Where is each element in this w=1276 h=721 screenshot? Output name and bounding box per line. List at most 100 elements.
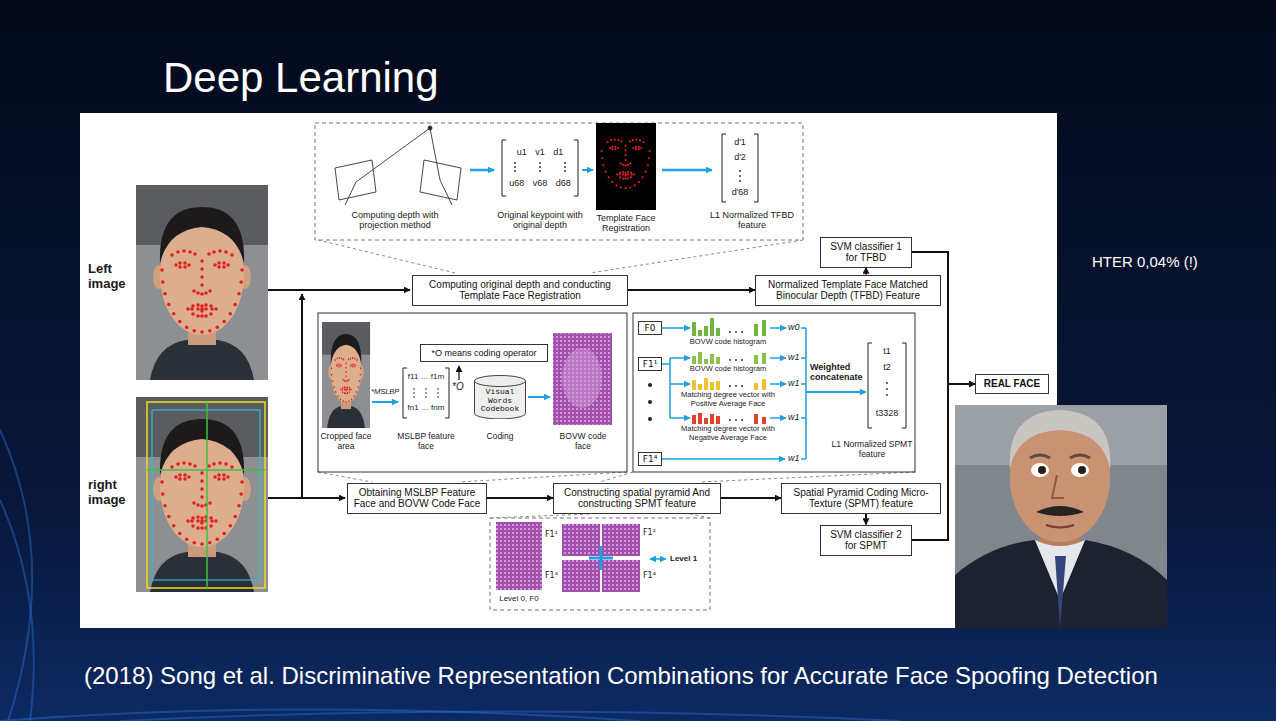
cylinder-body [475,375,526,418]
step-caption: MSLBP feature face [396,432,456,452]
text-holder: d'2 [723,152,757,162]
text-holder: w0 [788,322,802,332]
text-holder: u68 v68 d68 [502,178,578,188]
text-holder: Level 1 [670,554,706,563]
projection-sketch [335,126,461,205]
node-text: F1⁴ [641,454,659,464]
process-box: Obtaining MSLBP Feature Face and BOVW Co… [347,483,487,514]
cell-label: F1³ [545,571,562,580]
text-holder: L1 Normalized SPMT feature [831,440,913,460]
node-text: Computing original depth and conducting … [417,279,623,302]
cell-label: F1¹ [545,530,562,539]
panel-frame [318,313,627,472]
text-holder: BOVW code histogram [674,365,782,374]
level-box: F1¹ [638,357,662,371]
histogram-caption: BOVW code histogram [674,338,782,347]
cylinder-cap [475,381,526,387]
text-holder: Template Face Registration [592,213,660,234]
matrix-entry: u1 v1 d1 [502,147,578,157]
text-holder: Computing depth with projection method [334,210,456,231]
classifier-box: SVM classifier 2 for SPMT [820,525,912,556]
text-holder: Deep Learning [163,54,783,102]
image-label: right image [88,478,136,508]
node-text: Visual Words Codebook [476,388,524,414]
connector-arrow [487,497,553,499]
operator-label: *MSLBP [371,388,401,397]
text-holder: F1² [643,528,660,537]
text-holder: Coding [478,432,522,442]
cell-label: F1² [643,528,660,537]
step-caption: Cropped face area [317,432,375,452]
weight-label: w1 [788,352,802,362]
node-text: Constructing spatial pyramid And constru… [558,487,716,510]
text-holder: Matching degree vector with Positive Ave… [674,391,782,408]
histogram-caption: BOVW code histogram [674,365,782,374]
result-note: HTER 0,04% (!) [1092,253,1267,270]
process-box: Computing original depth and conducting … [412,275,628,306]
panel-frame [633,313,915,472]
vector-entry: t3328 [870,408,904,418]
text-holder: fn1 … fnm [404,403,448,412]
text-holder: MSLBP feature face [396,432,456,452]
text-holder: L1 Normalized TFBD feature [707,210,797,231]
text-holder: w1 [788,453,802,463]
weight-label: w1 [788,378,802,388]
text-holder: Cropped face area [317,432,375,452]
input-wires [268,290,410,498]
text-holder: t3328 [870,408,904,418]
text-holder: t2 [870,362,904,372]
text-holder: f11 … f1m [404,372,448,381]
connector-arrow [912,384,975,540]
matrix-entry: fn1 … fnm [404,403,448,412]
text-holder: Weighted concatenate [810,362,868,383]
detail-leaders [315,123,915,610]
text-holder: w1 [788,412,802,422]
text-holder: BOVW code histogram [674,338,782,347]
text-holder: Left image [88,262,136,292]
text-holder: w1 [788,352,802,362]
process-box: Spatial Pyramid Coding Micro-Texture (SP… [781,483,941,514]
node-text: Obtaining MSLBP Feature Face and BOVW Co… [352,487,482,510]
figure-panel [80,113,1057,628]
text-holder: u1 v1 d1 [502,147,578,157]
histogram-caption: Matching degree vector with Positive Ave… [674,391,782,408]
node-text: F1¹ [641,359,659,369]
image-label: Left image [88,262,136,292]
operator-label: *O [452,381,470,393]
classifier-box: SVM classifier 1 for TFBD [820,237,912,268]
weight-label: w0 [788,322,802,332]
text-holder: F1¹ [545,530,562,539]
text-holder: right image [88,478,136,508]
weight-label: w1 [788,412,802,422]
process-box: Constructing spatial pyramid And constru… [553,483,721,514]
connector-arrow [628,289,755,291]
text-holder: d'1 [723,137,757,147]
level-box: F0 [638,321,662,335]
node-text: F0 [641,323,659,333]
node-text: SVM classifier 1 for TFBD [825,241,907,264]
node-text: *O means coding operator [425,348,543,358]
node-text: REAL FACE [980,378,1044,390]
step-caption: Original keypoint with original depth [492,210,588,231]
note-box: *O means coding operator [420,344,548,362]
level-label: Level 0, F0 [490,594,548,603]
vector-entry: t2 [870,362,904,372]
result-box: REAL FACE [975,374,1049,394]
operator-arrow [458,366,459,380]
text-holder: w1 [788,378,802,388]
text-holder: (2018) Song et al. Discriminative Repres… [84,662,1269,690]
text-holder: Level 0, F0 [490,594,548,603]
text-holder: t1 [870,346,904,356]
step-caption: L1 Normalized TFBD feature [707,210,797,231]
text-holder: *O [452,381,470,393]
connector-arrow [912,252,975,384]
template-face [596,123,656,210]
weight-label: w1 [788,453,802,463]
node-text: Spatial Pyramid Coding Micro-Texture (SP… [786,487,936,510]
step-caption: Coding [478,432,522,442]
connector-arrow [865,268,867,275]
portrait-photo [955,405,1167,628]
connector-arrow [721,497,781,499]
codebook-cylinder: Visual Words Codebook [474,375,526,419]
